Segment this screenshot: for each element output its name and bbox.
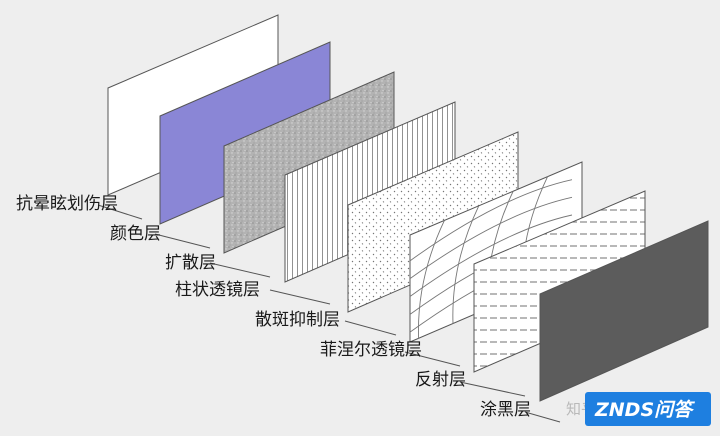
layer-label: 柱状透镜层: [175, 280, 260, 300]
logo-text: ZNDS问答: [594, 399, 695, 421]
layer-label: 散斑抑制层: [255, 310, 340, 330]
layer-label: 扩散层: [165, 253, 216, 273]
leader-line: [459, 381, 526, 397]
layer-label: 颜色层: [110, 224, 161, 244]
leader-line: [209, 262, 271, 278]
layer-panel: [539, 220, 709, 402]
layer-label: 菲涅尔透镜层: [320, 340, 422, 360]
leader-line: [344, 320, 397, 336]
leader-lines: [97, 204, 561, 423]
leader-line: [524, 411, 561, 423]
layer-label: 涂黑层: [480, 400, 531, 420]
znds-logo: ZNDS问答: [585, 392, 711, 426]
layer-label: 反射层: [415, 370, 466, 390]
leader-line: [97, 204, 143, 220]
leader-line: [404, 351, 461, 367]
layer-label: 抗晕眩划伤层: [16, 194, 118, 214]
layer-panels: [107, 14, 709, 402]
leader-line: [269, 289, 331, 305]
leader-line: [154, 233, 211, 249]
